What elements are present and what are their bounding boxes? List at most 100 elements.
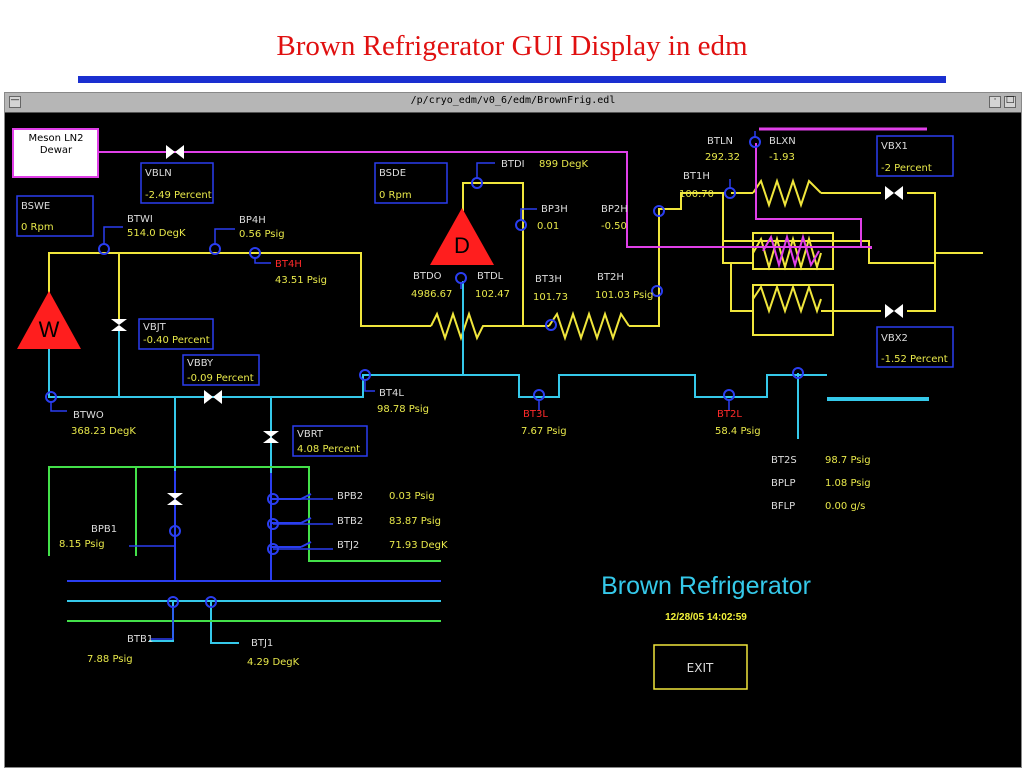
vbln-name: VBLN — [145, 168, 172, 179]
bt2l-name: BT2L — [717, 409, 742, 420]
vbby-value: -0.09 Percent — [187, 373, 254, 384]
bt2l-value: 58.4 Psig — [715, 426, 761, 437]
btdi-name: BTDI — [501, 159, 525, 170]
bswe-name: BSWE — [21, 201, 50, 212]
btln-name: BTLN — [707, 136, 733, 147]
btb1-name: BTB1 — [127, 634, 153, 645]
bt3h-name: BT3H — [535, 274, 562, 285]
vbx2-name: VBX2 — [881, 333, 908, 344]
bt2s-value: 98.7 Psig — [825, 455, 871, 466]
valve-vbrt[interactable]: VBRT 4.08 Percent — [297, 429, 360, 455]
sensor-bp3h-icon[interactable] — [515, 219, 527, 231]
valve-vbby[interactable]: VBBY -0.09 Percent — [187, 358, 254, 384]
btj1-name: BTJ1 — [251, 638, 273, 649]
blxn-name: BLXN — [769, 136, 796, 147]
sensor-btdo-icon[interactable] — [455, 272, 467, 284]
bswe-value: 0 Rpm — [21, 222, 54, 233]
vbrt-value: 4.08 Percent — [297, 444, 360, 455]
btb2-name: BTB2 — [337, 516, 363, 527]
valve-vbln-icon[interactable] — [166, 145, 184, 159]
btdi-value: 899 DegK — [539, 159, 588, 170]
ln2-piping — [99, 127, 927, 269]
bpb1-value: 8.15 Psig — [59, 539, 105, 550]
sensor-bt2h-icon[interactable] — [651, 285, 663, 297]
valve-vbby-icon[interactable] — [204, 390, 222, 404]
btdl-name: BTDL — [477, 271, 504, 282]
compressor-w-icon[interactable]: W — [17, 291, 81, 349]
btdo-value: 4986.67 — [411, 289, 452, 300]
window-title: /p/cryo_edm/v0_6/edm/BrownFrig.edl — [410, 95, 616, 106]
bplp-name: BPLP — [771, 478, 796, 489]
leader-lines — [50, 131, 756, 640]
bt2s-name: BT2S — [771, 455, 797, 466]
sensor-bt3l-icon[interactable] — [533, 389, 545, 401]
cold-stage-piping — [48, 466, 441, 622]
blxn-value: -1.93 — [769, 152, 795, 163]
sensor-bp2h-icon[interactable] — [653, 205, 665, 217]
valve-vbx2-icon[interactable] — [885, 304, 903, 318]
bsde-name: BSDE — [379, 168, 406, 179]
bsde-readout[interactable]: BSDE 0 Rpm — [379, 168, 412, 201]
valve-vbln[interactable]: VBLN -2.49 Percent — [145, 168, 212, 201]
title-underline — [78, 76, 946, 83]
vbby-name: VBBY — [187, 358, 214, 369]
exit-button[interactable]: EXIT — [653, 644, 748, 690]
bp3h-value: 0.01 — [537, 221, 559, 232]
btdl-value: 102.47 — [475, 289, 510, 300]
valve-vbjt[interactable]: VBJT -0.40 Percent — [143, 322, 210, 346]
vbrt-name: VBRT — [297, 429, 324, 440]
vbx1-name: VBX1 — [881, 141, 908, 152]
btwi-value: 514.0 DegK — [127, 228, 186, 239]
sensor-bt2s-icon[interactable] — [792, 367, 804, 379]
maximize-icon: □ — [1005, 95, 1015, 105]
valve-vbjt-icon[interactable] — [111, 319, 127, 331]
display-heading: Brown Refrigerator — [601, 572, 811, 600]
bp2h-name: BP2H — [601, 204, 628, 215]
bp4h-value: 0.56 Psig — [239, 229, 285, 240]
valve-vbrt-icon[interactable] — [263, 431, 279, 443]
valve-vbx2[interactable]: VBX2 -1.52 Percent — [881, 333, 948, 365]
compressor-d-icon[interactable]: D — [430, 208, 494, 265]
window-menu-icon: — — [10, 95, 20, 105]
sensor-bt3h-icon[interactable] — [545, 319, 557, 331]
sensor-btj1-icon[interactable] — [205, 596, 217, 608]
vbx1-value: -2 Percent — [881, 163, 932, 174]
maximize-button[interactable]: □ — [1004, 95, 1016, 108]
compressor-d-label: D — [454, 233, 470, 258]
bt1h-name: BT1H — [683, 171, 710, 182]
bflp-name: BFLP — [771, 501, 795, 512]
minimize-button[interactable]: · — [989, 95, 1001, 108]
btln-value: 292.32 — [705, 152, 740, 163]
bt4l-name: BT4L — [379, 388, 404, 399]
bflp-value: 0.00 g/s — [825, 501, 865, 512]
compressor-w-label: W — [39, 317, 60, 342]
bplp-value: 1.08 Psig — [825, 478, 871, 489]
bt3l-name: BT3L — [523, 409, 548, 420]
bswe-readout[interactable]: BSWE 0 Rpm — [21, 201, 54, 233]
bt2h-value: 101.03 Psig — [595, 290, 653, 301]
bt4h-name: BT4H — [275, 259, 302, 270]
valve-vbx1-icon[interactable] — [885, 186, 903, 200]
sensor-bt2l-icon[interactable] — [723, 389, 735, 401]
exit-button-label: EXIT — [687, 661, 714, 675]
bt3l-value: 7.67 Psig — [521, 426, 567, 437]
bt3h-value: 101.73 — [533, 292, 568, 303]
bp4h-name: BP4H — [239, 215, 266, 226]
edm-window: — /p/cryo_edm/v0_6/edm/BrownFrig.edl · □ — [4, 92, 1022, 768]
vbjt-name: VBJT — [143, 322, 167, 333]
vbln-value: -2.49 Percent — [145, 190, 212, 201]
valve-bpb1-icon[interactable] — [167, 493, 183, 505]
valve-vbx1[interactable]: VBX1 -2 Percent — [881, 141, 932, 174]
meson-ln2-dewar[interactable]: Meson LN2 Dewar — [12, 128, 99, 178]
bpb1-name: BPB1 — [91, 524, 117, 535]
minimize-icon: · — [993, 95, 997, 105]
warm-piping — [48, 177, 983, 342]
slide-title: Brown Refrigerator GUI Display in edm — [276, 30, 748, 62]
window-titlebar[interactable]: — /p/cryo_edm/v0_6/edm/BrownFrig.edl · □ — [5, 93, 1021, 113]
btwo-value: 368.23 DegK — [71, 426, 136, 437]
vbx2-value: -1.52 Percent — [881, 354, 948, 365]
bp2h-value: -0.50 — [601, 221, 627, 232]
sensor-markers — [45, 136, 804, 608]
btj2-value: 71.93 DegK — [389, 540, 448, 551]
window-menu-button[interactable]: — — [9, 95, 21, 108]
